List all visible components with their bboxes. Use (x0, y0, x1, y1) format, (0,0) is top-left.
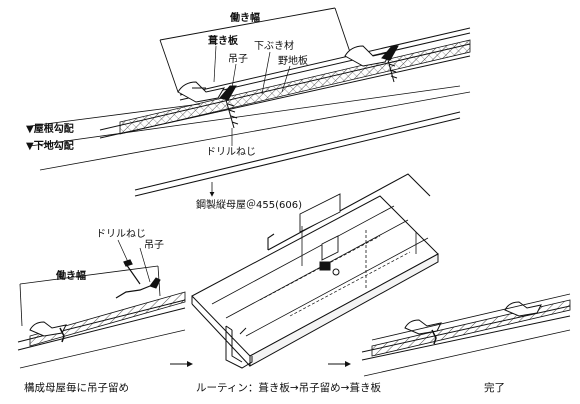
roof-pitch-line (29, 103, 201, 127)
c-channel-purlin (225, 325, 253, 369)
label-hanger-clip-top: 吊子 (228, 54, 248, 65)
label-drill-screw-bottom: ドリルねじ (96, 229, 146, 240)
base-pitch-line (29, 85, 461, 147)
caption-step1: 構成母屋毎に吊子留め (24, 382, 129, 394)
drill-screw-top (219, 85, 239, 129)
drill-screw-top-right (381, 45, 399, 83)
step3-view (361, 293, 571, 377)
drill-screw-step1 (123, 259, 141, 285)
label-underlayment: 下ぶき材 (254, 41, 294, 52)
sheathing-layer-cross (120, 40, 470, 134)
top-section-view (29, 7, 471, 197)
seam-joint-left (177, 81, 226, 103)
label-working-width-bottom: 働き幅 (56, 271, 86, 282)
label-hanger-clip-bottom: 吊子 (144, 240, 164, 251)
label-working-width-top: 働き幅 (230, 13, 260, 24)
label-sheathing: 野地板 (278, 56, 308, 67)
step1-view (17, 239, 186, 369)
label-steel-purlin: 鋼製縦母屋＠455(606) (196, 200, 302, 211)
caption-step2: ルーティン：葺き板→吊子留め→葺き板 (196, 382, 381, 394)
label-drill-screw-top: ドリルねじ (206, 147, 256, 158)
caption-step3: 完了 (484, 382, 505, 394)
label-roof-pitch: ▼屋根勾配 (26, 124, 74, 135)
hanger-clip-3d (319, 261, 340, 276)
step2-isometric-view (191, 173, 439, 369)
steel-purlin (134, 111, 461, 197)
label-roofing-panel: 葺き板 (208, 36, 238, 47)
label-base-pitch: ▼下地勾配 (26, 141, 74, 152)
working-width-dimension (159, 7, 353, 93)
